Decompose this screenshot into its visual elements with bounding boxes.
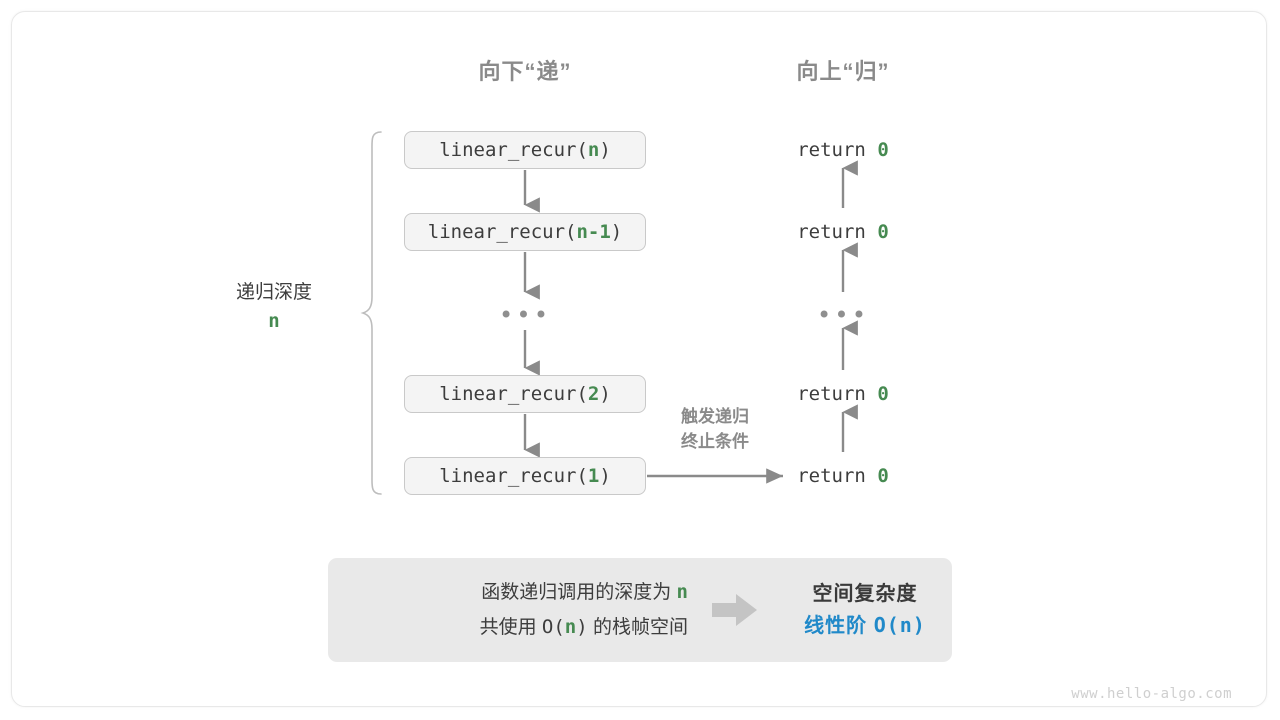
call-box-1[interactable]: linear_recur(1) bbox=[404, 457, 646, 495]
column-header-ascend: 向上“归” bbox=[796, 59, 890, 84]
call-box-arg: 1 bbox=[587, 465, 600, 487]
return-value: 0 bbox=[877, 383, 889, 405]
space-complexity-order: 线性阶 bbox=[804, 614, 868, 637]
call-box-prefix: linear_recur( bbox=[439, 465, 588, 487]
call-box-n[interactable]: linear_recur(n) bbox=[404, 131, 646, 169]
recursion-depth-value: n bbox=[268, 310, 280, 333]
summary-line-2-suffix: 的栈帧空间 bbox=[592, 617, 688, 638]
return-keyword: return bbox=[797, 383, 866, 405]
thick-right-arrow-icon bbox=[712, 594, 757, 626]
termination-note-line2: 终止条件 bbox=[681, 431, 749, 451]
summary-line-2-bigo-close: ) bbox=[576, 616, 588, 638]
recursion-depth-label: 递归深度 n bbox=[188, 278, 360, 337]
summary-arrow bbox=[692, 593, 778, 627]
return-label-3: return 0 bbox=[722, 383, 964, 405]
summary-line-1-text: 函数递归调用的深度为 bbox=[481, 581, 672, 603]
call-box-suffix: ) bbox=[599, 465, 611, 487]
call-box-prefix: linear_recur( bbox=[439, 383, 588, 405]
return-label-1: return 0 bbox=[722, 139, 964, 161]
call-box-prefix: linear_recur( bbox=[427, 221, 577, 243]
call-box-suffix: ) bbox=[599, 139, 611, 161]
termination-note-line1: 触发递归 bbox=[681, 407, 749, 426]
call-box-suffix: ) bbox=[599, 383, 611, 405]
summary-panel: 函数递归调用的深度为 n 共使用 O(n) 的栈帧空间 空间复杂度 线性阶 O(… bbox=[328, 558, 952, 662]
summary-line-2-value: n bbox=[564, 616, 577, 638]
return-value: 0 bbox=[877, 139, 889, 161]
call-box-suffix: ) bbox=[610, 221, 623, 243]
return-keyword: return bbox=[797, 465, 866, 487]
termination-note: 触发递归 终止条件 bbox=[655, 405, 775, 454]
summary-line-2-bigo-open: O( bbox=[541, 616, 565, 638]
recursion-depth-text: 递归深度 bbox=[235, 282, 312, 303]
summary-conclusion: 空间复杂度 线性阶 O(n) bbox=[778, 579, 952, 642]
space-complexity-value: 线性阶 O(n) bbox=[778, 610, 952, 642]
summary-line-2: 共使用 O(n) 的栈帧空间 bbox=[328, 610, 688, 645]
return-keyword: return bbox=[797, 221, 866, 243]
return-value: 0 bbox=[877, 465, 889, 487]
summary-description: 函数递归调用的深度为 n 共使用 O(n) 的栈帧空间 bbox=[328, 575, 692, 645]
return-label-2: return 0 bbox=[722, 221, 964, 243]
summary-line-1: 函数递归调用的深度为 n bbox=[328, 575, 688, 610]
call-box-n-minus-1[interactable]: linear_recur(n-1) bbox=[404, 213, 646, 251]
call-box-prefix: linear_recur( bbox=[439, 139, 588, 161]
ellipsis-left: ••• bbox=[498, 301, 552, 329]
space-complexity-formula: O(n) bbox=[873, 612, 926, 637]
summary-line-1-value: n bbox=[676, 580, 688, 603]
call-box-arg: n bbox=[587, 139, 600, 161]
call-box-arg: 2 bbox=[587, 383, 600, 405]
call-box-arg: n-1 bbox=[576, 221, 611, 243]
return-label-4: return 0 bbox=[722, 465, 964, 487]
call-box-2[interactable]: linear_recur(2) bbox=[404, 375, 646, 413]
ellipsis-right: ••• bbox=[816, 301, 870, 329]
space-complexity-title: 空间复杂度 bbox=[812, 582, 918, 605]
summary-line-2-prefix: 共使用 bbox=[479, 617, 537, 638]
return-value: 0 bbox=[877, 221, 889, 243]
column-header-descend: 向下“递” bbox=[478, 59, 572, 84]
return-keyword: return bbox=[797, 139, 866, 161]
watermark: www.hello-algo.com bbox=[1071, 686, 1232, 702]
